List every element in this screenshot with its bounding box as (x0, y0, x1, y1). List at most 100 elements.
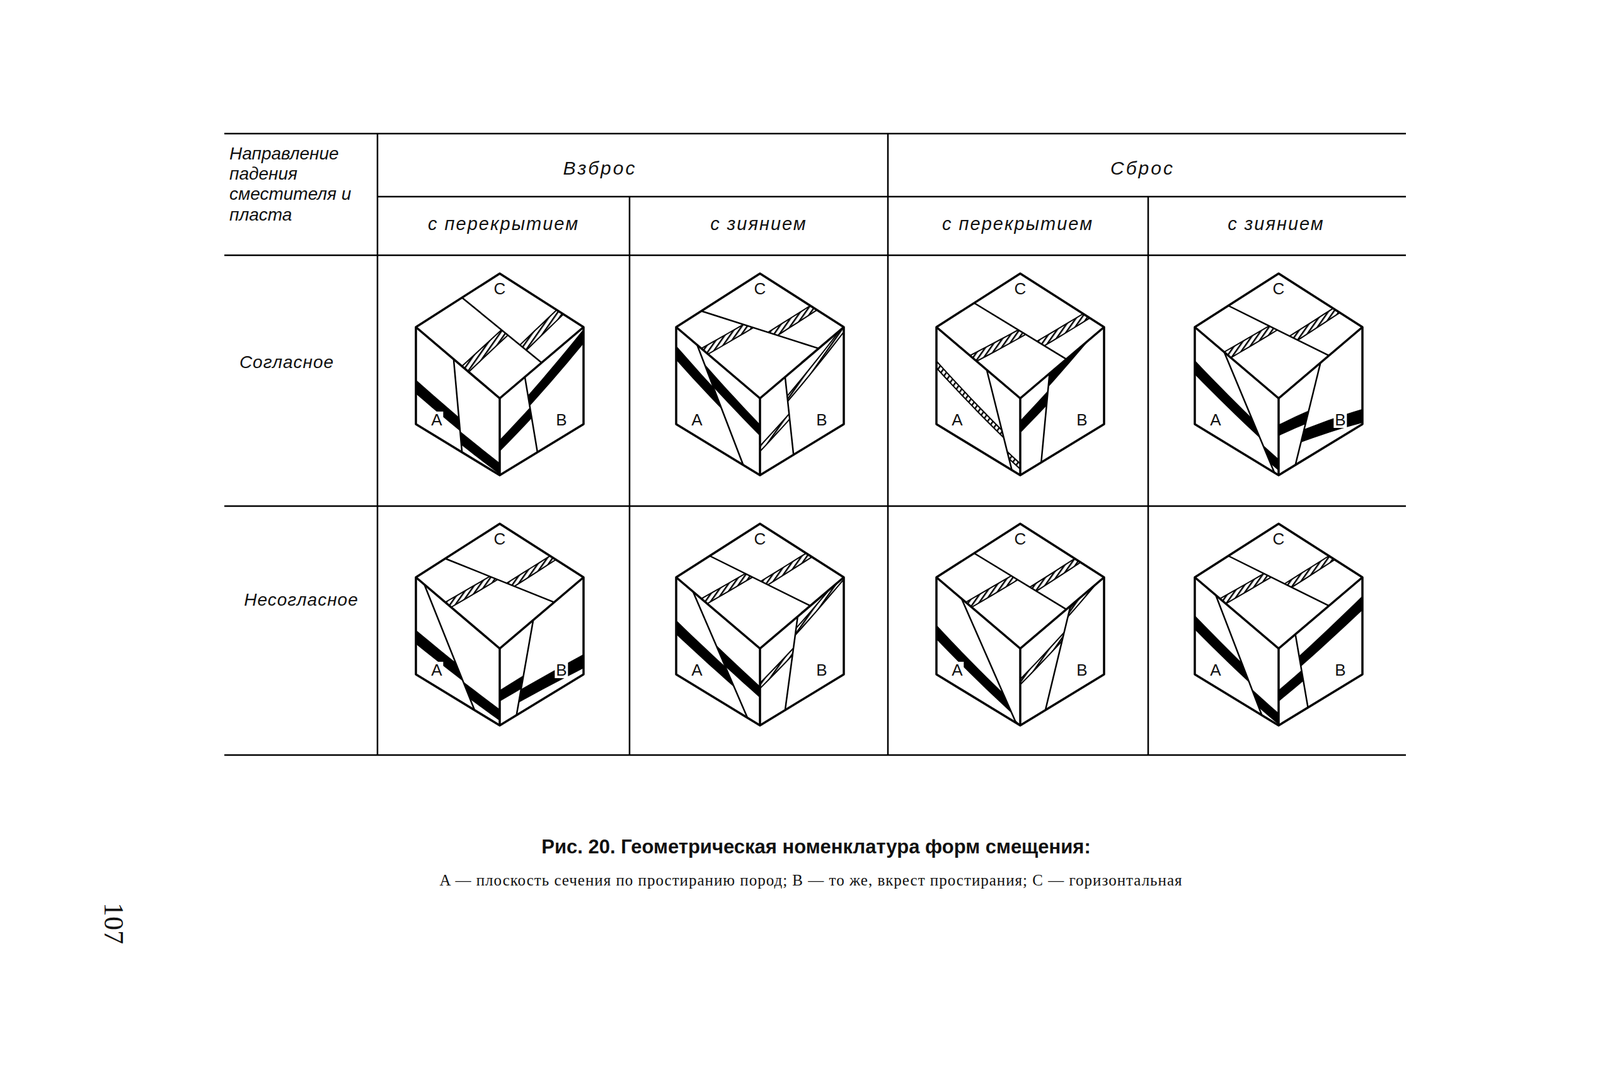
fault-trace (445, 558, 555, 602)
fault-trace (516, 620, 534, 716)
hatched-bed (938, 530, 1092, 624)
fault-trace (453, 359, 462, 453)
black-bed (911, 598, 1046, 742)
fault-trace (461, 297, 542, 363)
fault-trace (961, 598, 1016, 723)
section-letter: B (1075, 411, 1089, 428)
section-letter: C (753, 530, 768, 547)
fault-trace (1295, 633, 1309, 708)
black-bed (1253, 572, 1388, 708)
black-bed (1169, 589, 1304, 731)
black-bed (1169, 333, 1304, 477)
black-bed (474, 625, 609, 716)
hatched-bed (458, 288, 587, 411)
fault-trace (785, 616, 798, 711)
hatched-bed (673, 277, 829, 370)
fault-trace (986, 369, 1013, 471)
hatched-bed (954, 540, 1108, 639)
table-cell: Согласное (239, 352, 334, 373)
black-bed (1253, 402, 1388, 462)
hatched-bed (439, 277, 567, 394)
section-letter: B (554, 411, 568, 428)
section-letter: B (814, 661, 829, 679)
section-letter: A (690, 411, 704, 428)
fault-trace (785, 376, 794, 455)
hatched-bed (734, 562, 870, 714)
section-letter: B (1333, 411, 1347, 428)
section-letter: A (429, 661, 444, 679)
black-bed (650, 580, 786, 719)
hatched-bed (734, 541, 870, 699)
hatched-bed (957, 295, 1119, 392)
black-bed (1253, 381, 1388, 448)
hatched-bed (1196, 280, 1352, 374)
table-cell: Несогласное (243, 589, 358, 611)
section-letter: C (492, 280, 508, 297)
fault-trace (1224, 352, 1275, 473)
black-bed (390, 625, 525, 738)
section-letter: C (1013, 280, 1028, 297)
table-cell: Взброс (563, 157, 638, 180)
table-cell: с перекрытием (942, 213, 1094, 235)
black-bed (650, 596, 786, 730)
section-letter: C (492, 530, 508, 547)
hatched-bed (734, 316, 870, 478)
fault-block (1169, 273, 1388, 491)
fault-trace (693, 591, 748, 718)
fault-trace (709, 555, 811, 606)
fault-trace (1041, 373, 1050, 462)
section-letter: A (1208, 411, 1222, 428)
fault-trace (1228, 555, 1330, 606)
fault-block (390, 273, 609, 493)
black-bed (390, 373, 525, 493)
fault-trace (524, 376, 538, 452)
hatched-bed (673, 528, 827, 619)
hatched-bed (1192, 528, 1346, 619)
page-number: 107 (97, 902, 130, 944)
section-letter: A (429, 411, 444, 428)
figure-caption: Рис. 20. Геометрическая номенклатура фор… (541, 835, 1091, 859)
section-letter: B (1075, 661, 1089, 679)
black-bed (390, 357, 525, 483)
table-cell: с перекрытием (427, 213, 580, 235)
table-rules (224, 133, 1406, 755)
hatched-bed (417, 530, 571, 624)
section-letter: B (554, 661, 568, 679)
section-letter: A (690, 661, 704, 679)
section-letter: C (1271, 530, 1287, 547)
hatched-bed (686, 535, 840, 631)
section-letter: A (1208, 661, 1222, 679)
fault-block (911, 273, 1130, 491)
fault-trace (1295, 362, 1321, 466)
table-cell: с зиянием (1227, 213, 1324, 235)
table-cell: Сброс (1110, 157, 1175, 180)
fault-trace (1045, 605, 1071, 710)
fault-trace (1228, 305, 1330, 356)
fault-block (390, 523, 609, 738)
section-letter: A (950, 661, 964, 679)
fault-block (650, 273, 870, 478)
fault-block (650, 523, 870, 730)
black-bed (474, 641, 609, 727)
fault-trace (974, 303, 1067, 360)
section-letter: A (950, 411, 964, 428)
table-cell: с зиянием (710, 213, 807, 235)
black-bed (650, 301, 786, 461)
hatched-bed (1213, 290, 1368, 390)
fault-trace (974, 553, 1067, 610)
section-letter: C (1013, 530, 1028, 547)
section-letter: C (1271, 280, 1287, 297)
fault-trace (1215, 594, 1262, 716)
section-letter: B (814, 411, 829, 428)
fault-trace (696, 344, 743, 466)
section-letter: C (753, 280, 768, 297)
black-bed (911, 618, 1046, 757)
fault-block (911, 523, 1130, 757)
hatched-bed (940, 286, 1102, 377)
caption-note: A — плоскость сечения по простиранию пор… (439, 871, 1183, 890)
black-bed (474, 298, 609, 464)
section-letter: B (1333, 661, 1347, 679)
hatched-bed (995, 536, 1130, 696)
black-bed (995, 296, 1130, 457)
